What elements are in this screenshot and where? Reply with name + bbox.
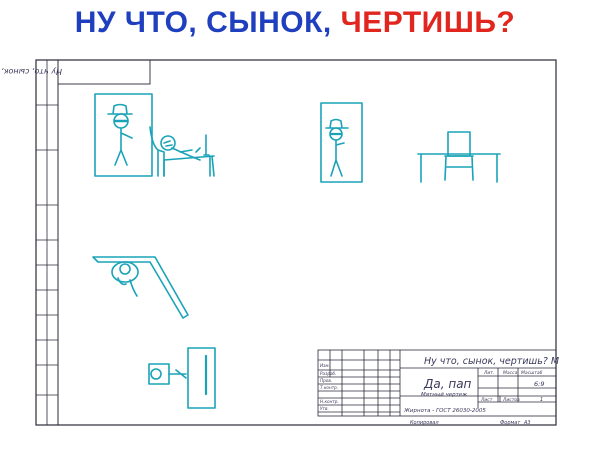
row-label-2: Пров. [320, 378, 332, 383]
standard-label: Жирнота - ГОСТ 26030-2005 [403, 408, 486, 414]
format-label: Формат [500, 420, 521, 426]
format-value: А3 [523, 420, 531, 426]
scene-dad-at-door [94, 93, 153, 177]
title-block [317, 349, 557, 417]
scene-top-view-desk [148, 347, 216, 409]
row-label-1: Разраб. [320, 371, 336, 376]
row-label-5: Утв. [320, 406, 329, 411]
sheets-value: 1 [540, 397, 543, 403]
col-sheets-label: Листов [502, 397, 520, 403]
col-sheet-label: Лист [480, 397, 493, 403]
headline-part-blue: НУ ЧТО, СЫНОК, [74, 6, 341, 39]
top-rotated-code: Ну что, сынок, чертишь? М [0, 67, 62, 76]
col-scale-label: Масштаб [521, 370, 543, 376]
headline-part-red: ЧЕРТИШЬ? [340, 6, 516, 39]
col-mass-label: Масса [503, 370, 518, 376]
scene-son-at-desk [149, 126, 215, 177]
scene-dad-doorway-2 [320, 102, 363, 183]
title-block-text: Ну что, сынок, чертишь? М Да, пап Мятный… [320, 356, 559, 426]
col-lit-label: Лит. [483, 370, 494, 376]
scale-value: 6:9 [534, 380, 544, 388]
title-label: Да, пап [423, 377, 472, 391]
headline: НУ ЧТО, СЫНОК, ЧЕРТИШЬ? [0, 6, 590, 40]
row-label-3: Т.контр. [320, 385, 338, 390]
scene-top-view-kid [92, 256, 189, 319]
row-label-0: Изм. [320, 363, 330, 368]
copied-label: Копировал [410, 420, 439, 426]
sheet-border [35, 59, 557, 426]
scene-empty-desk [417, 131, 501, 183]
row-label-4: Н.контр. [320, 399, 339, 404]
subtitle-label: Мятный чертеж [421, 392, 467, 398]
code-label: Ну что, сынок, чертишь? М [424, 356, 559, 367]
